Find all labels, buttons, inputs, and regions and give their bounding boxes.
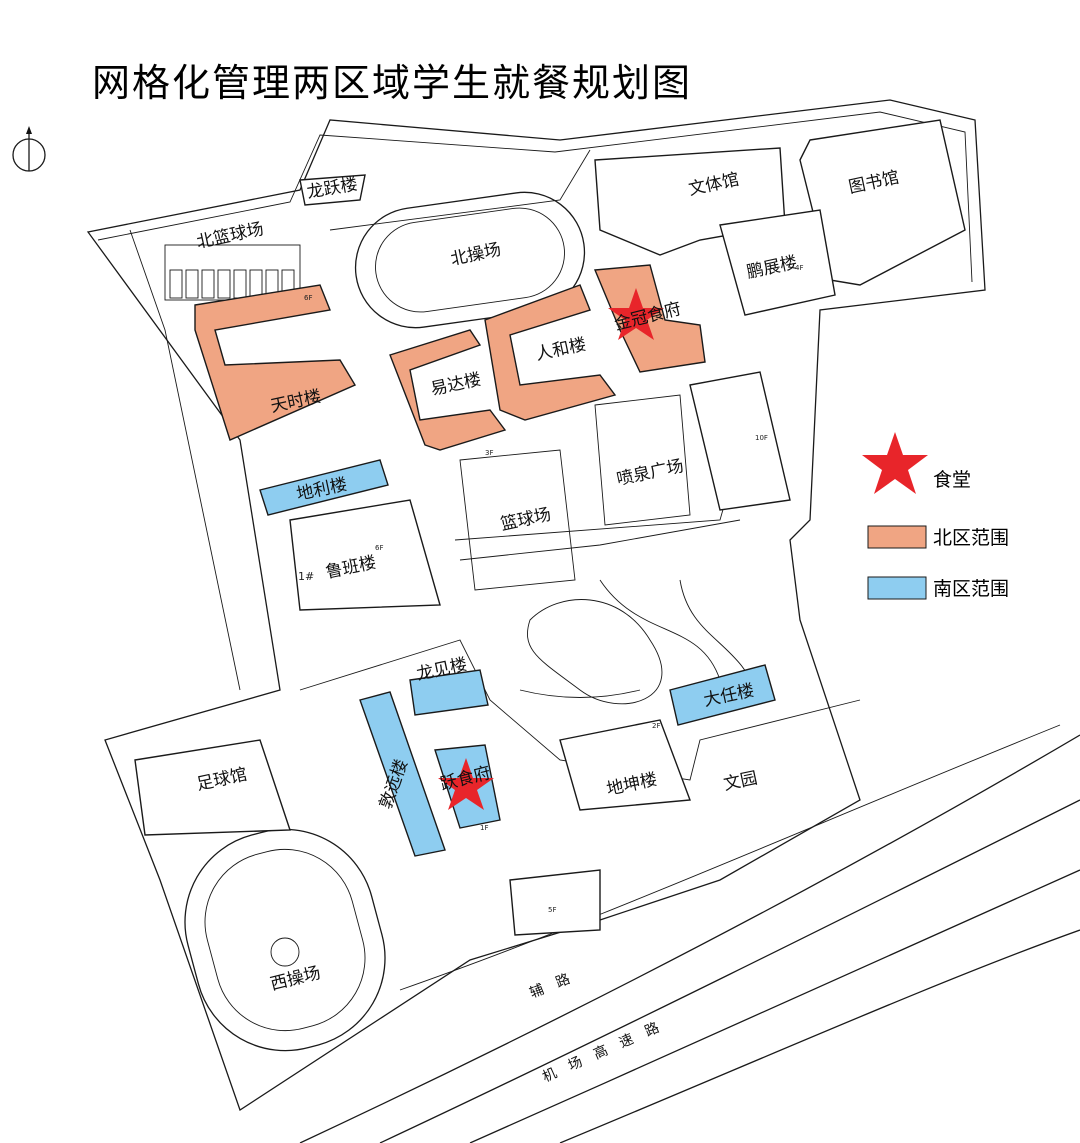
dili-building xyxy=(259,459,389,516)
daren-building xyxy=(669,664,776,726)
legend-south-label: 南区范围 xyxy=(933,578,1009,600)
longyue-canteen-star xyxy=(438,758,494,810)
label-airport-expressway: 机场高速路 xyxy=(540,1013,675,1085)
campus-boundary xyxy=(86,99,986,1111)
plain-buildings xyxy=(134,119,966,936)
west-playground xyxy=(184,828,386,1052)
legend-south-swatch xyxy=(867,576,927,600)
jinguan-canteen xyxy=(593,264,706,373)
label-north-playground: 北操场 xyxy=(449,240,503,270)
jinguan-canteen-star xyxy=(608,288,664,340)
tianshi-floor: 6F xyxy=(304,294,312,302)
luban-number: 1# xyxy=(298,570,314,583)
legend-north-swatch xyxy=(867,525,927,549)
label-basketball: 篮球场 xyxy=(499,505,553,535)
south-gate-floor: 5F xyxy=(548,906,556,914)
fountain-building-floor: 10F xyxy=(755,434,768,442)
tianshi-building xyxy=(194,284,357,441)
dunyuan-building xyxy=(359,691,446,857)
label-renhe: 人和楼 xyxy=(534,335,588,365)
label-fountain: 喷泉广场 xyxy=(615,456,686,490)
label-wenyuan: 文园 xyxy=(722,768,759,795)
north-zone-buildings xyxy=(194,264,706,451)
luban-floor: 6F xyxy=(375,544,383,552)
map-legend: 食堂 北区范围 南区范围 xyxy=(862,432,1009,600)
renhe-building xyxy=(484,284,617,421)
label-west-playground: 西操场 xyxy=(268,963,322,995)
label-side-road: 辅路 xyxy=(528,966,586,1002)
label-yida: 易达楼 xyxy=(429,370,483,400)
longjian-building xyxy=(409,669,489,716)
longyue-floor: 1F xyxy=(480,824,488,832)
dikun-floor: 2F xyxy=(652,722,660,730)
yida-floor: 3F xyxy=(485,449,493,457)
south-zone-buildings xyxy=(259,459,776,857)
north-playground xyxy=(354,191,586,329)
yida-building xyxy=(389,329,507,451)
legend-canteen-star-icon xyxy=(862,432,928,494)
legend-north-label: 北区范围 xyxy=(933,527,1009,549)
library-floor: 4F xyxy=(795,264,803,272)
north-arrow-icon xyxy=(12,126,46,172)
label-north-basketball: 北篮球场 xyxy=(195,219,266,253)
legend-canteen-label: 食堂 xyxy=(933,469,971,491)
page-title: 网格化管理两区域学生就餐规划图 xyxy=(92,61,693,105)
